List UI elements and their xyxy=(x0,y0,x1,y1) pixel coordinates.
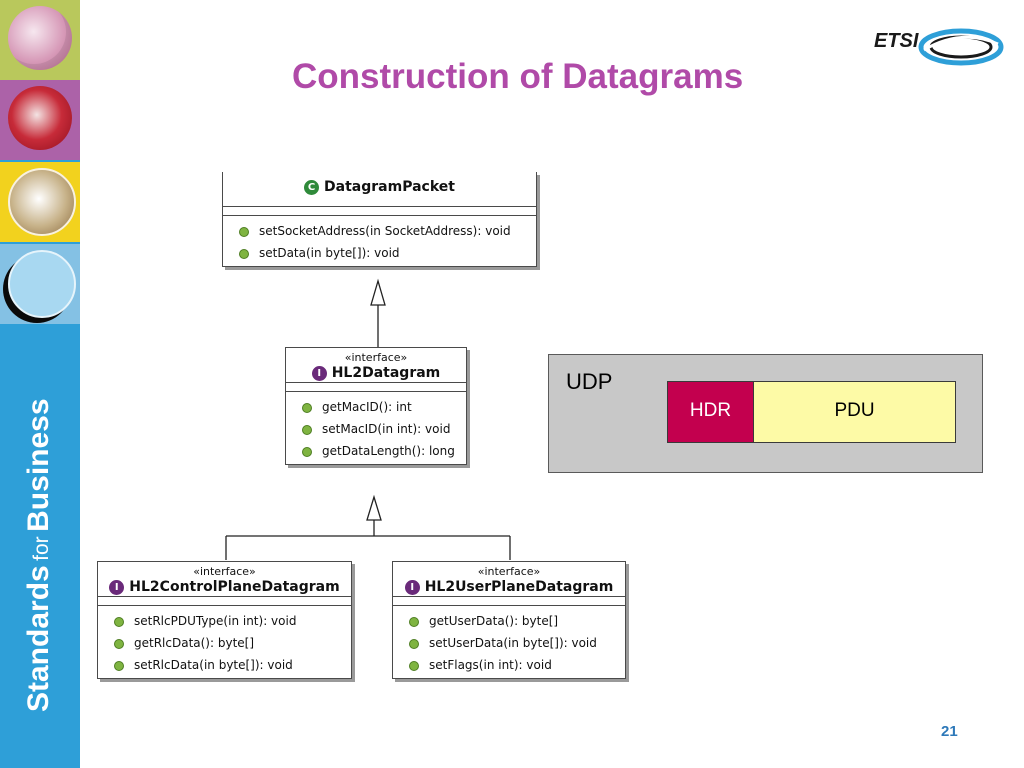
operation-label: setFlags(in int): void xyxy=(429,658,552,672)
operation-label: setMacID(in int): void xyxy=(322,422,451,436)
class-header: «interface» I HL2UserPlaneDatagram xyxy=(393,562,625,597)
operation: setSocketAddress(in SocketAddress): void xyxy=(223,220,536,242)
class-name: HL2Datagram xyxy=(331,365,441,381)
udp-label: UDP xyxy=(566,369,613,394)
etsi-logo: ETSI xyxy=(874,22,1004,72)
operation-label: getDataLength(): long xyxy=(322,444,455,458)
operations-compartment: setSocketAddress(in SocketAddress): void… xyxy=(223,216,536,266)
operation-label: getRlcData(): byte[] xyxy=(134,636,255,650)
globe-image-4 xyxy=(8,250,76,318)
interface-icon: I xyxy=(311,366,327,381)
class-datagrampacket[interactable]: C DatagramPacket setSocketAddress(in Sock… xyxy=(222,172,537,267)
operation-label: setUserData(in byte[]): void xyxy=(429,636,597,650)
globe-image-2 xyxy=(8,86,72,150)
operation: getMacID(): int xyxy=(286,396,466,418)
stereotype-label: «interface» xyxy=(344,351,408,364)
operation: setRlcPDUType(in int): void xyxy=(98,610,351,632)
stereotype-label: «interface» xyxy=(193,565,256,578)
public-method-icon xyxy=(409,617,419,627)
class-header: «interface» I HL2Datagram xyxy=(286,348,466,383)
operation-label: setRlcData(in byte[]): void xyxy=(134,658,293,672)
stereotype-label: «interface» xyxy=(477,565,541,578)
sidebar-tile-1 xyxy=(0,0,80,80)
public-method-icon xyxy=(114,639,124,649)
interface-icon: I xyxy=(404,580,420,595)
globe-image-1 xyxy=(8,6,72,70)
sidebar-tile-3 xyxy=(0,162,80,242)
operation: setUserData(in byte[]): void xyxy=(393,632,625,654)
interface-icon: I xyxy=(109,580,125,595)
udp-packet-box: UDP HDR PDU xyxy=(548,354,983,473)
pdu-field: PDU xyxy=(753,381,956,443)
slide-title: Construction of Datagrams xyxy=(292,57,744,96)
public-method-icon xyxy=(302,403,312,413)
public-method-icon xyxy=(409,639,419,649)
generalization-arrow-hl2datagram xyxy=(366,494,382,521)
operation-label: getUserData(): byte[] xyxy=(429,614,559,628)
class-name: HL2UserPlaneDatagram xyxy=(424,579,614,595)
operations-compartment: getUserData(): byte[] setUserData(in byt… xyxy=(393,606,625,678)
class-icon: C xyxy=(304,180,320,195)
operation: getUserData(): byte[] xyxy=(393,610,625,632)
attributes-compartment xyxy=(286,383,466,392)
sidebar-tile-4 xyxy=(0,244,80,324)
class-name: DatagramPacket xyxy=(324,179,455,195)
attributes-compartment xyxy=(98,597,351,606)
etsi-swirl-icon xyxy=(918,28,1004,66)
operation: getDataLength(): long xyxy=(286,440,466,462)
class-header: «interface» I HL2ControlPlaneDatagram xyxy=(98,562,351,597)
interface-hl2userplanedatagram[interactable]: «interface» I HL2UserPlaneDatagram getUse… xyxy=(392,561,626,679)
public-method-icon xyxy=(114,661,124,671)
interface-hl2datagram[interactable]: «interface» I HL2Datagram getMacID(): int… xyxy=(285,347,467,465)
page-number: 21 xyxy=(941,723,958,740)
etsi-logo-text: ETSI xyxy=(874,30,919,52)
hdr-field: HDR xyxy=(667,381,754,443)
operation: setFlags(in int): void xyxy=(393,654,625,676)
sidebar-tile-2 xyxy=(0,80,80,160)
operation: setData(in byte[]): void xyxy=(223,242,536,264)
operation: setRlcData(in byte[]): void xyxy=(98,654,351,676)
public-method-icon xyxy=(114,617,124,627)
operation-label: getMacID(): int xyxy=(322,400,412,414)
operation: setMacID(in int): void xyxy=(286,418,466,440)
operation: getRlcData(): byte[] xyxy=(98,632,351,654)
attributes-compartment xyxy=(393,597,625,606)
generalization-arrow-datagrampacket xyxy=(370,278,386,306)
operations-compartment: setRlcPDUType(in int): void getRlcData()… xyxy=(98,606,351,678)
class-name: HL2ControlPlaneDatagram xyxy=(129,579,340,595)
public-method-icon xyxy=(239,249,249,259)
public-method-icon xyxy=(239,227,249,237)
public-method-icon xyxy=(302,425,312,435)
public-method-icon xyxy=(302,447,312,457)
operations-compartment: getMacID(): int setMacID(in int): void g… xyxy=(286,392,466,464)
operation-label: setSocketAddress(in SocketAddress): void xyxy=(259,224,511,238)
interface-hl2controlplanedatagram[interactable]: «interface» I HL2ControlPlaneDatagram set… xyxy=(97,561,352,679)
class-header: C DatagramPacket xyxy=(223,172,536,207)
sidebar-banner: Standards for Business xyxy=(0,0,80,768)
public-method-icon xyxy=(409,661,419,671)
globe-image-3 xyxy=(8,168,76,236)
operation-label: setRlcPDUType(in int): void xyxy=(134,614,297,628)
attributes-compartment xyxy=(223,207,536,216)
operation-label: setData(in byte[]): void xyxy=(259,246,400,260)
